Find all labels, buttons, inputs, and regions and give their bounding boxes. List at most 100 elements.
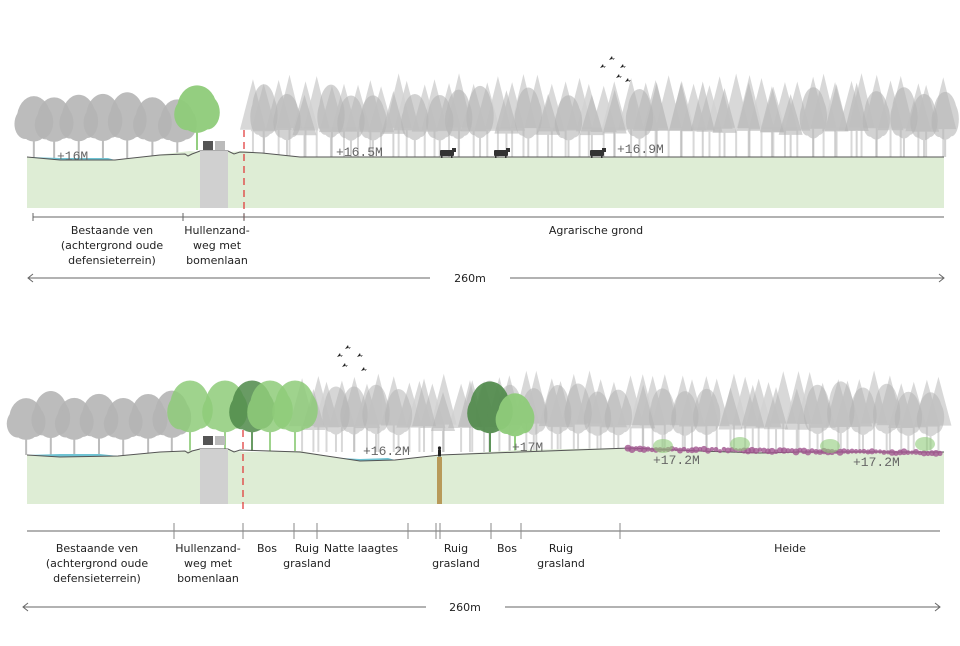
heather-shrub bbox=[768, 447, 776, 455]
heather-shrub bbox=[909, 450, 915, 455]
heather-shrub bbox=[785, 448, 791, 454]
tree-icon bbox=[690, 81, 715, 157]
heather-shrub bbox=[645, 446, 651, 452]
car-icon bbox=[203, 141, 225, 150]
tree-icon bbox=[495, 393, 535, 452]
heather-shrub bbox=[673, 447, 679, 452]
tree-icon bbox=[759, 86, 784, 157]
cow-icon bbox=[494, 148, 510, 158]
elevation-label: +17M bbox=[512, 440, 543, 455]
tree-icon bbox=[412, 378, 437, 452]
tree-icon bbox=[359, 95, 387, 157]
tree-icon bbox=[272, 380, 318, 451]
heather-shrub bbox=[849, 448, 855, 454]
zone-label: Agrarische grond bbox=[549, 224, 643, 237]
shrub-icon bbox=[915, 437, 935, 451]
tree-icon bbox=[514, 87, 542, 157]
bird-icon bbox=[342, 363, 348, 367]
scale-label: 260m bbox=[454, 272, 486, 285]
cow-icon bbox=[590, 148, 606, 158]
elevation-label: +16M bbox=[57, 149, 88, 164]
heather-shrub bbox=[845, 449, 851, 455]
tree-icon bbox=[890, 87, 918, 157]
zone-label: Bos bbox=[497, 542, 517, 555]
elevation-label: +17.2M bbox=[853, 455, 900, 470]
heather-shrub bbox=[725, 447, 731, 454]
tree-icon bbox=[894, 391, 923, 452]
tree-icon bbox=[827, 381, 855, 452]
tree-icon bbox=[778, 93, 803, 157]
tree-icon bbox=[844, 82, 869, 157]
heather-shrub bbox=[709, 447, 715, 452]
heather-shrub bbox=[925, 451, 931, 457]
tree-icon bbox=[174, 85, 220, 150]
heather-shrub bbox=[877, 449, 883, 454]
bird-icon bbox=[337, 353, 343, 357]
tree-icon bbox=[931, 91, 959, 157]
heather-shrub bbox=[868, 448, 876, 455]
heather-shrub bbox=[905, 450, 911, 455]
elevation-label: +17.2M bbox=[653, 453, 700, 468]
ground-fill bbox=[27, 448, 944, 504]
tree-icon bbox=[803, 384, 832, 452]
tree-icon bbox=[381, 90, 406, 157]
tree-icon bbox=[466, 85, 494, 157]
tree-icon bbox=[862, 91, 890, 157]
tree-icon bbox=[873, 383, 901, 452]
tree-icon bbox=[712, 88, 737, 157]
heather-shrub bbox=[780, 447, 788, 454]
tree-icon bbox=[849, 387, 877, 452]
zone-label: Heide bbox=[774, 542, 806, 555]
scale-bar: 260m bbox=[22, 601, 941, 614]
shrub-icon bbox=[653, 439, 673, 453]
heather-shrub bbox=[857, 449, 863, 454]
tree-row-bottom bbox=[6, 370, 952, 455]
heather-shrub bbox=[913, 448, 919, 455]
bird-flock-icon bbox=[337, 345, 367, 371]
heather-shrub bbox=[920, 450, 928, 457]
bird-icon bbox=[600, 64, 606, 68]
heather-shrub bbox=[681, 446, 687, 452]
shrub-icon bbox=[820, 439, 840, 453]
section-top: +16M +16.5M +16.9M Bestaande ven(achterg… bbox=[14, 56, 959, 285]
car-icon bbox=[203, 436, 225, 445]
tree-icon bbox=[799, 87, 828, 157]
tree-icon bbox=[644, 82, 669, 157]
footpath bbox=[437, 457, 442, 504]
tree-icon bbox=[692, 388, 721, 452]
bird-icon bbox=[357, 353, 363, 357]
heather-shrub bbox=[757, 447, 763, 452]
heather-shrub bbox=[861, 448, 867, 454]
tree-icon bbox=[602, 89, 627, 157]
heather-shrub bbox=[853, 449, 859, 454]
heather-shrub bbox=[937, 450, 943, 456]
heather-shrub bbox=[705, 447, 711, 454]
bird-icon bbox=[620, 64, 626, 68]
ground-fill bbox=[27, 151, 944, 208]
elevation-label: +16.5M bbox=[336, 145, 383, 160]
tree-icon bbox=[583, 391, 612, 452]
tree-icon bbox=[764, 386, 789, 452]
heather-shrub bbox=[873, 449, 879, 454]
tree-icon bbox=[384, 389, 413, 452]
heather-shrub bbox=[649, 447, 655, 453]
water-ven bbox=[27, 157, 115, 160]
heather-shrub bbox=[692, 446, 700, 453]
bird-icon bbox=[616, 74, 622, 78]
cow-icon bbox=[440, 148, 456, 158]
heather-shrub bbox=[752, 447, 760, 455]
road-hullenzandweg bbox=[200, 151, 228, 208]
scale-label: 260m bbox=[449, 601, 481, 614]
tree-icon bbox=[579, 94, 604, 157]
section-bottom: +16.2M +17M +17.2M +17.2M Bestaande ven(… bbox=[6, 345, 952, 614]
tree-icon bbox=[784, 388, 809, 452]
elevation-label: +16.2M bbox=[363, 444, 410, 459]
tree-icon bbox=[536, 93, 561, 157]
tree-icon bbox=[718, 387, 743, 452]
zone-label: Natte laagtes bbox=[324, 542, 398, 555]
tree-icon bbox=[292, 94, 317, 157]
